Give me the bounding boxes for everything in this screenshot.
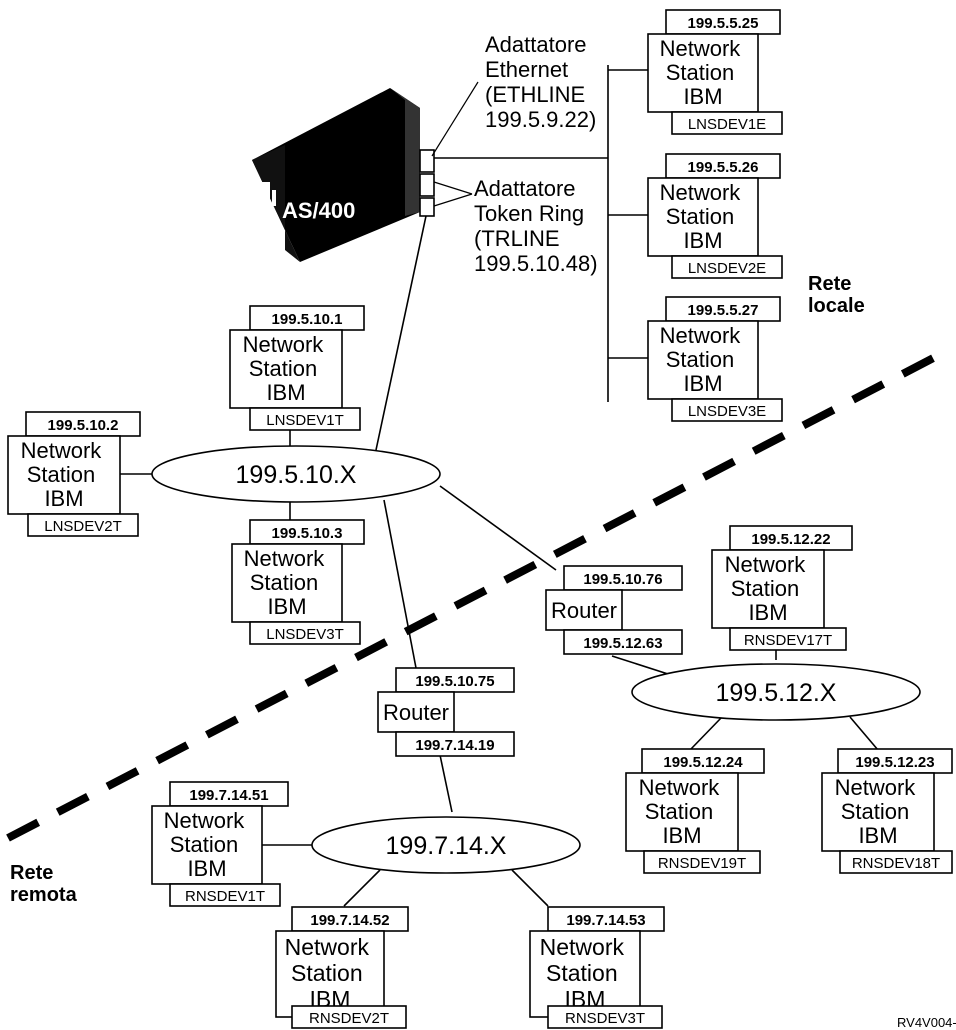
station-label: Network Station IBM	[164, 808, 251, 881]
network-station-rnsdev3t: 199.7.14.53 Network Station IBM RNSDEV3T	[529, 906, 665, 1029]
station-label: Network Station IBM	[660, 180, 747, 253]
adapter-port-3	[419, 197, 435, 217]
router-199-5-10-75: 199.5.10.75 Router 199.7.14.19	[377, 667, 515, 757]
network-station-rnsdev1t: 199.7.14.51 Network Station IBM RNSDEV1T	[151, 781, 289, 907]
station-ip: 199.5.10.3	[272, 525, 343, 542]
station-ip: 199.5.12.23	[855, 754, 934, 771]
station-label: Network Station IBM	[639, 775, 726, 848]
server-label: AS/400	[282, 198, 355, 223]
ethernet-callout-line	[431, 81, 479, 157]
router-ip-top: 199.5.10.75	[415, 673, 494, 690]
station-label: Network Station IBM	[660, 36, 747, 109]
remote-network-label: Rete remota	[10, 862, 78, 906]
station-name: LNSDEV1T	[266, 412, 344, 429]
network-station-lnsdev2t: 199.5.10.2 Network Station IBM LNSDEV2T	[7, 411, 141, 537]
station-ip: 199.7.14.51	[189, 787, 268, 804]
station-label: Network Station IBM	[725, 552, 812, 625]
network-station-rnsdev17t: 199.5.12.22 Network Station IBM RNSDEV17…	[711, 525, 853, 651]
token-ring-adapter-port	[419, 173, 435, 197]
station-label: Network Station IBM	[660, 323, 747, 396]
ethernet-adapter-port	[419, 149, 435, 173]
station-name: LNSDEV3E	[688, 403, 766, 420]
station-name: LNSDEV1E	[688, 116, 766, 133]
router-ip-top: 199.5.10.76	[583, 571, 662, 588]
router-199-5-10-76: 199.5.10.76 Router 199.5.12.63	[545, 565, 683, 655]
network-station-rnsdev2t: 199.7.14.52 Network Station IBM RNSDEV2T	[275, 906, 409, 1029]
network-boundary-line	[6, 348, 947, 842]
station-name: RNSDEV1T	[185, 888, 265, 905]
router-label: Router	[551, 598, 617, 623]
network-station-lnsdev1t: 199.5.10.1 Network Station IBM LNSDEV1T	[229, 305, 365, 431]
station-ip: 199.5.5.27	[688, 302, 759, 319]
router-ip-bottom: 199.7.14.19	[415, 737, 494, 754]
station-name: LNSDEV2T	[44, 518, 122, 535]
token-ring-link	[375, 215, 427, 451]
network-station-lnsdev3e: 199.5.5.27 Network Station IBM LNSDEV3E	[647, 296, 783, 422]
station-name: RNSDEV18T	[852, 855, 940, 872]
station-ip: 199.7.14.53	[566, 912, 645, 929]
network-station-lnsdev3t: 199.5.10.3 Network Station IBM LNSDEV3T	[231, 519, 365, 645]
token-ring-callout-top	[433, 181, 473, 195]
station-name: RNSDEV2T	[309, 1010, 389, 1027]
network-199-7-14-x	[311, 816, 581, 874]
ethernet-adapter-label: Adattatore Ethernet (ETHLINE 199.5.9.22)	[485, 32, 596, 132]
station-ip: 199.5.12.24	[663, 754, 743, 771]
station-label: Network Station IBM	[244, 546, 331, 619]
token-ring-callout-bottom	[433, 193, 473, 207]
station-label: Network Station IBM	[835, 775, 922, 848]
station-ip: 199.5.10.2	[48, 417, 119, 434]
station-name: RNSDEV17T	[744, 632, 832, 649]
network-station-rnsdev18t: 199.5.12.23 Network Station IBM RNSDEV18…	[821, 748, 953, 874]
network-199-5-10-x-label: 199.5.10.X	[236, 461, 357, 489]
network-199-5-12-x-label: 199.5.12.X	[716, 679, 837, 707]
station-label: Network Station IBM	[285, 934, 376, 1012]
network-199-7-14-x-label: 199.7.14.X	[386, 832, 507, 860]
local-network-label: Rete locale	[808, 273, 865, 317]
token-ring-adapter-label: Adattatore Token Ring (TRLINE 199.5.10.4…	[474, 176, 598, 276]
station-name: RNSDEV3T	[565, 1010, 645, 1027]
network-station-rnsdev19t: 199.5.12.24 Network Station IBM RNSDEV19…	[625, 748, 765, 874]
network-station-lnsdev2e: 199.5.5.26 Network Station IBM LNSDEV2E	[647, 153, 783, 279]
station-name: RNSDEV19T	[658, 855, 746, 872]
station-ip: 199.5.5.25	[688, 15, 759, 32]
station-label: Network Station IBM	[21, 438, 108, 511]
station-ip: 199.5.12.22	[751, 531, 830, 548]
figure-reference: RV4V004-3	[897, 1015, 956, 1030]
as400-server: AS/400	[252, 88, 420, 262]
station-name: LNSDEV2E	[688, 260, 766, 277]
station-ip: 199.5.5.26	[688, 159, 759, 176]
router-ip-bottom: 199.5.12.63	[583, 635, 662, 652]
network-199-5-12-x	[631, 663, 921, 721]
station-ip: 199.7.14.52	[310, 912, 389, 929]
station-name: LNSDEV3T	[266, 626, 344, 643]
network-199-5-10-x	[151, 445, 441, 503]
router-label: Router	[383, 700, 449, 725]
network-station-lnsdev1e: 199.5.5.25 Network Station IBM LNSDEV1E	[647, 9, 783, 135]
station-ip: 199.5.10.1	[272, 311, 343, 328]
station-label: Network Station IBM	[243, 332, 330, 405]
